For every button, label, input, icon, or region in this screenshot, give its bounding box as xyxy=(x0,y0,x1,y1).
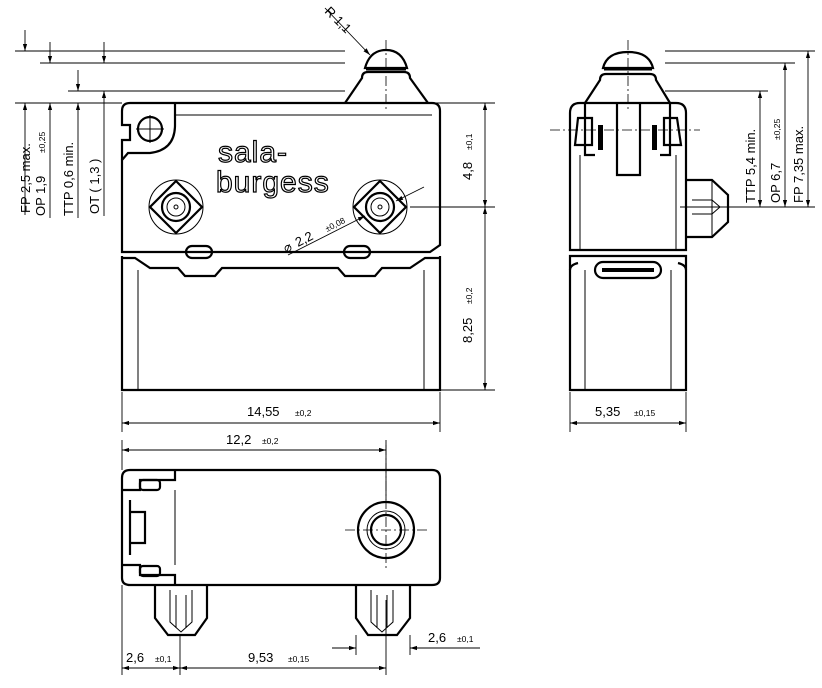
brand-logo-line1: sala- xyxy=(218,136,288,169)
fp-label: FP 2,5 max. xyxy=(18,143,33,213)
side-width-label: 5,35 xyxy=(595,404,620,419)
length-tolerance: ±0,2 xyxy=(262,436,279,446)
screw-left xyxy=(148,179,204,235)
width-tolerance: ±0,2 xyxy=(295,408,312,418)
terminal-right xyxy=(354,585,412,637)
lower-body xyxy=(120,256,442,392)
radius-label: R 1,1 xyxy=(322,4,355,37)
connector xyxy=(686,178,730,239)
pitch-tolerance: ±0,15 xyxy=(288,654,309,664)
length-label: 12,2 xyxy=(226,432,251,447)
side-ttp-label: TTP 5,4 min. xyxy=(743,129,758,203)
op-tolerance: ±0,25 xyxy=(37,132,47,153)
terminal-left xyxy=(153,585,209,637)
left-offset-label: 2,6 xyxy=(126,650,144,665)
terminal-width-label: 2,6 xyxy=(428,630,446,645)
lower-height-tolerance: ±0,2 xyxy=(464,287,474,304)
side-width-tolerance: ±0,15 xyxy=(634,408,655,418)
plunger-base xyxy=(344,70,429,104)
left-offset-tolerance: ±0,1 xyxy=(155,654,172,664)
op-label: OP 1,9 xyxy=(33,176,48,216)
brand-logo-line2: burgess xyxy=(216,166,330,199)
upper-height-tolerance: ±0,1 xyxy=(464,133,474,150)
bottom-view: 12,2 ±0,2 2,6 ±0,1 9,53 ±0,15 2,6 ±0,1 xyxy=(120,432,480,675)
upper-height-label: 4,8 xyxy=(460,162,475,180)
terminal-width-tolerance: ±0,1 xyxy=(457,634,474,644)
width-label: 14,55 xyxy=(247,404,280,419)
side-op-label: OP 6,7 xyxy=(768,163,783,203)
side-view: TTP 5,4 min. OP 6,7 ±0,25 FP 7,35 max. 5… xyxy=(550,40,815,432)
side-op-tolerance: ±0,25 xyxy=(772,119,782,140)
screw-right xyxy=(352,179,408,235)
ttp-label: TTP 0,6 min. xyxy=(61,142,76,216)
hole-diameter-label: 2,2 xyxy=(293,228,316,250)
plunger-dome xyxy=(363,48,409,70)
lower-height-label: 8,25 xyxy=(460,318,475,343)
ot-label: OT ( 1,3 ) xyxy=(87,159,102,214)
upper-body xyxy=(120,101,442,254)
side-fp-label: FP 7,35 max. xyxy=(791,126,806,203)
pitch-label: 9,53 xyxy=(248,650,273,665)
front-view: sala- burgess R 1,1 FP 2,5 max. xyxy=(15,4,495,432)
